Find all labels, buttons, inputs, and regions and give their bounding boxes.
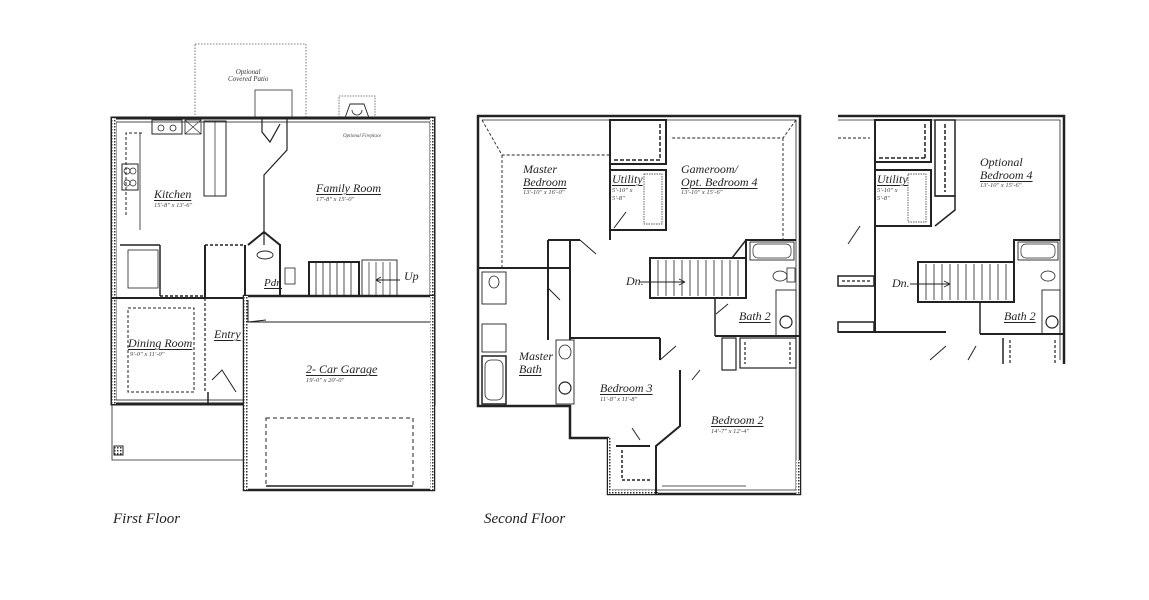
optional-bedroom4-name-2: Bedroom 4 (980, 167, 1033, 182)
optional-bedroom4-label: Optional Bedroom 4 13'-10" x 15'-6" (980, 156, 1033, 190)
dining-room-label: Dining Room 9'-0" x 11'-0" (128, 337, 192, 358)
dining-room-name: Dining Room (128, 336, 193, 350)
garage-dims: 19'-0" x 20'-0" (306, 376, 345, 384)
bedroom3-dims: 11'-8" x 11'-8" (600, 395, 638, 403)
bedroom2-label: Bedroom 2 14'-7" x 12'-4" (711, 414, 764, 435)
master-bath-label: Master Bath (519, 350, 553, 375)
kitchen-dims: 15'-8" x 13'-6" (154, 201, 193, 209)
utility-dims-2: 5'-8" (612, 195, 625, 203)
covered-patio-line1: Optional (235, 68, 261, 76)
first-floor-plan (110, 43, 436, 492)
optional-utility-label: Utility 5'-10" x 5'-8" (877, 173, 908, 203)
utility-label: Utility 5'-10" x 5'-8" (612, 173, 643, 203)
gameroom-name-1: Gameroom/ (681, 162, 738, 176)
gameroom-label: Gameroom/ Opt. Bedroom 4 13'-10" x 15'-6… (681, 163, 758, 197)
second-floor-plan (476, 114, 802, 496)
bedroom2-dims: 14'-7" x 12'-4" (711, 427, 750, 435)
optional-utility-name: Utility (877, 172, 908, 186)
master-bedroom-name-2: Bedroom (523, 174, 567, 189)
powder-label: Pdr. (264, 277, 283, 289)
master-bedroom-label: Master Bedroom 13'-10" x 16'-0" (523, 163, 567, 197)
bedroom3-label: Bedroom 3 11'-8" x 11'-8" (600, 382, 653, 403)
optional-stair-down-label: Dn. (892, 276, 910, 290)
garage-name: 2- Car Garage (306, 362, 378, 376)
master-bedroom-dims: 13'-10" x 16'-0" (523, 189, 565, 197)
utility-dims-1: 5'-10" x (612, 186, 633, 194)
optional-utility-dims-1: 5'-10" x (877, 186, 898, 194)
master-bath-name-1: Master (519, 349, 553, 363)
gameroom-dims: 13'-10" x 15'-6" (681, 189, 723, 197)
optional-bedroom-plan (837, 114, 1066, 364)
garage-label: 2- Car Garage 19'-0" x 20'-0" (306, 363, 377, 384)
master-bedroom-name-1: Master (523, 162, 557, 176)
master-bath-name-2: Bath (519, 361, 542, 376)
dining-room-dims: 9'-0" x 11'-0" (130, 350, 165, 358)
kitchen-label: Kitchen 15'-8" x 13'-6" (154, 188, 192, 209)
optional-utility-dims-2: 5'-8" (877, 195, 890, 203)
family-room-name: Family Room (316, 181, 381, 195)
bath2-label: Bath 2 (739, 309, 771, 323)
family-room-dims: 17'-8" x 15'-0" (316, 195, 355, 203)
gameroom-name-2: Opt. Bedroom 4 (681, 174, 758, 189)
covered-patio-line2: Covered Patio (228, 75, 269, 84)
kitchen-name: Kitchen (154, 187, 192, 201)
optional-bedroom4-dims: 13'-10" x 15'-6" (980, 182, 1022, 190)
bedroom3-name: Bedroom 3 (600, 381, 653, 395)
entry-label: Entry (214, 327, 241, 341)
optional-bath2-label: Bath 2 (1004, 309, 1036, 323)
second-floor-caption: Second Floor (484, 511, 566, 527)
stair-down-label: Dn. (626, 274, 644, 288)
utility-name: Utility (612, 172, 643, 186)
bedroom2-name: Bedroom 2 (711, 413, 764, 427)
optional-bedroom4-name-1: Optional (980, 155, 1023, 169)
first-floor-caption: First Floor (113, 511, 181, 527)
family-room-label: Family Room 17'-8" x 15'-0" (316, 182, 381, 203)
covered-patio-note: Optional Covered Patio (228, 68, 269, 84)
stair-up-label: Up (404, 269, 419, 283)
fireplace-note: Optional Fireplace (343, 134, 382, 139)
optional-covered-patio-outline (194, 43, 307, 118)
